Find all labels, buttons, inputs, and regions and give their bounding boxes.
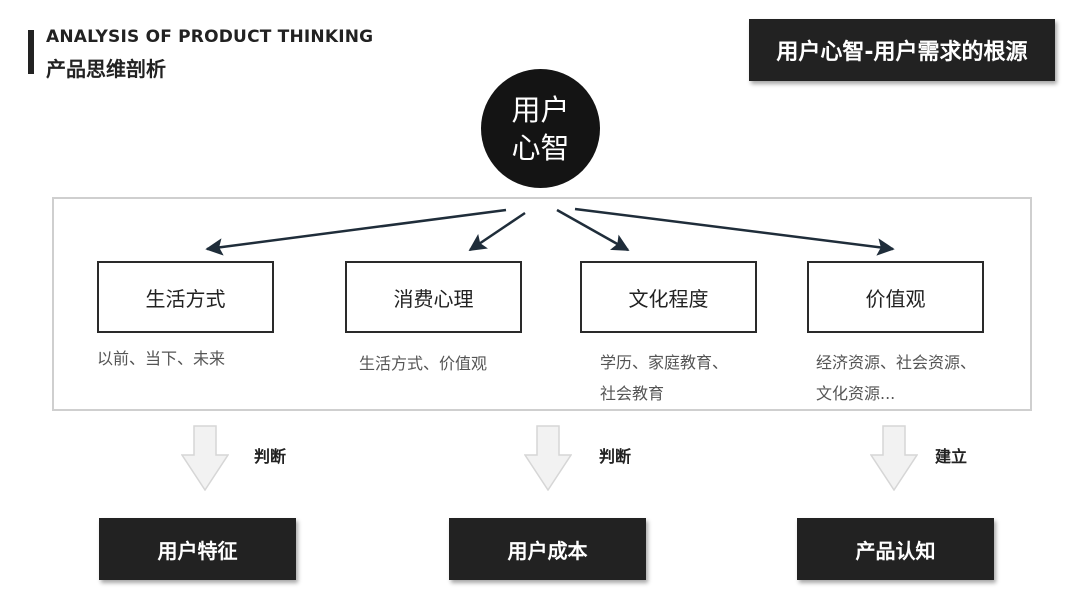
flow-label-judge-2: 判断: [599, 447, 632, 466]
result-box-product-cognition: 产品认知: [797, 518, 994, 580]
flow-label-build: 建立: [935, 447, 968, 466]
category-desc-line: 以前、当下、未来: [97, 349, 226, 368]
category-desc-line: 生活方式、价值观: [359, 354, 488, 373]
category-desc-education-level: 学历、家庭教育、 社会教育: [600, 347, 728, 409]
flow-label-judge-1: 判断: [254, 447, 287, 466]
center-node-line2: 心智: [511, 130, 570, 165]
diagram-title-box: 用户心智-用户需求的根源: [749, 19, 1055, 81]
result-box-user-traits: 用户特征: [99, 518, 296, 580]
category-desc-line: 学历、家庭教育、: [600, 353, 729, 372]
down-arrow-icon: [524, 425, 572, 491]
category-desc-consumer-psychology: 生活方式、价值观: [359, 348, 487, 379]
category-box-lifestyle: 生活方式: [97, 261, 274, 333]
category-desc-line: 经济资源、社会资源、: [816, 353, 977, 372]
category-desc-lifestyle: 以前、当下、未来: [97, 343, 225, 374]
category-box-education-level: 文化程度: [580, 261, 757, 333]
center-node-line1: 用户: [511, 92, 570, 127]
category-desc-values: 经济资源、社会资源、 文化资源...: [816, 347, 976, 409]
header-accent-bar: [28, 30, 34, 74]
down-arrow-icon: [181, 425, 229, 491]
center-node-user-mind: 用户 心智: [481, 69, 600, 188]
header-title-cn: 产品思维剖析: [46, 57, 166, 81]
category-box-values: 价值观: [807, 261, 984, 333]
category-box-consumer-psychology: 消费心理: [345, 261, 522, 333]
category-desc-line: 社会教育: [600, 384, 665, 403]
result-box-user-cost: 用户成本: [449, 518, 646, 580]
down-arrow-icon: [870, 425, 918, 491]
header-subtitle-en: ANALYSIS OF PRODUCT THINKING: [46, 27, 374, 47]
category-desc-line: 文化资源...: [816, 384, 896, 403]
